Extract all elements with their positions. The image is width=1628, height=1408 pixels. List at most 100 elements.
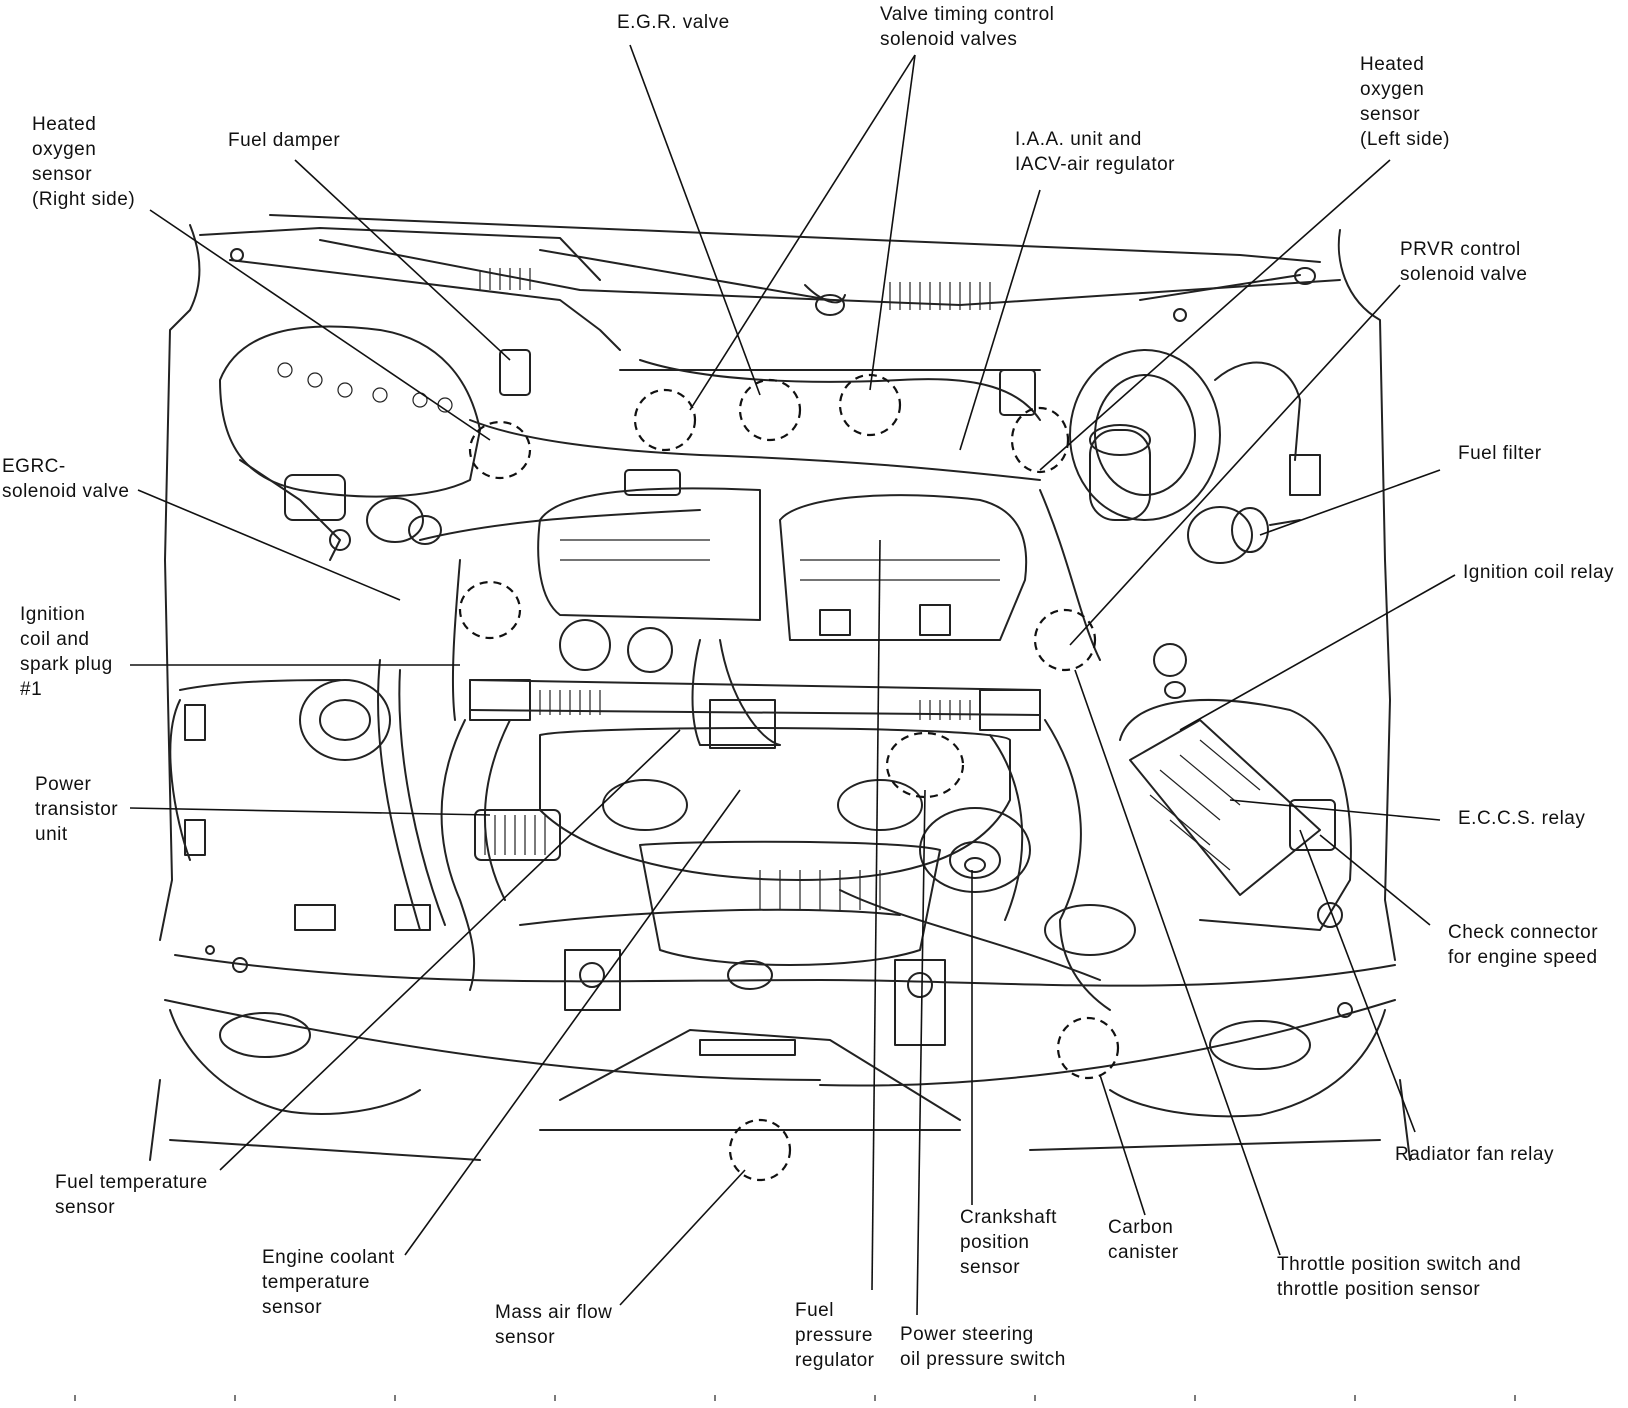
label-crankshaft-line-3: sensor <box>960 1257 1021 1278</box>
label-heated-o2-right: Heated oxygen sensor (Right side) <box>32 112 135 212</box>
label-carbon-canister: Carbon canister <box>1108 1215 1179 1265</box>
leader-fuel-damper <box>294 159 511 361</box>
label-fuel-pressure-line-1: Fuel <box>795 1300 834 1321</box>
leader-throttle <box>1074 669 1281 1256</box>
label-engine-coolant: Engine coolant temperature sensor <box>262 1245 395 1320</box>
label-prvr-line-1: PRVR control <box>1400 239 1521 260</box>
label-fuel-damper: Fuel damper <box>228 128 340 153</box>
label-heated-o2-left-line-4: (Left side) <box>1360 129 1450 150</box>
label-carbon-canister-line-2: canister <box>1108 1242 1179 1263</box>
label-fuel-pressure-line-2: pressure <box>795 1325 873 1346</box>
leader-egrc <box>137 489 401 601</box>
leader-carbon-canister <box>1099 1074 1146 1216</box>
label-ignition-coil-plug-line-1: Ignition <box>20 604 86 625</box>
label-heated-o2-left: Heated oxygen sensor (Left side) <box>1360 52 1450 152</box>
label-fuel-pressure: Fuel pressure regulator <box>795 1298 875 1373</box>
leader-radiator-fan-relay <box>1299 829 1416 1133</box>
leader-fuel-filter <box>1259 469 1441 536</box>
label-egrc-line-2: solenoid valve <box>2 481 130 502</box>
label-check-connector-line-1: Check connector <box>1448 922 1599 943</box>
label-heated-o2-right-line-4: (Right side) <box>32 189 136 210</box>
label-power-transistor-line-2: transistor <box>35 799 119 820</box>
label-ps-switch: Power steering oil pressure switch <box>900 1322 1066 1372</box>
label-radiator-fan-relay-line-1: Radiator fan relay <box>1395 1144 1554 1165</box>
leader-fuel-temp <box>219 729 681 1171</box>
label-fuel-damper-line-1: Fuel damper <box>228 130 341 151</box>
leader-valve-timing-2 <box>869 54 916 391</box>
label-egrc-line-1: EGRC- <box>2 456 66 477</box>
marker-ps-switch <box>885 731 965 799</box>
label-check-connector: Check connector for engine speed <box>1448 920 1598 970</box>
label-power-transistor-line-3: unit <box>35 824 68 845</box>
label-throttle-line-1: Throttle position switch and <box>1277 1254 1522 1275</box>
label-egr-valve: E.G.R. valve <box>617 10 730 35</box>
label-eccs-relay-line-1: E.C.C.S. relay <box>1458 808 1586 829</box>
leader-valve-timing-1 <box>689 54 916 411</box>
leader-ignition-coil-relay <box>1179 574 1456 731</box>
marker-egrc <box>458 580 522 640</box>
label-fuel-filter-line-1: Fuel filter <box>1458 443 1542 464</box>
leader-heated-o2-left <box>1039 159 1391 471</box>
label-heated-o2-right-line-2: oxygen <box>32 139 97 160</box>
label-fuel-temp-line-1: Fuel temperature <box>55 1172 208 1193</box>
label-fuel-pressure-line-3: regulator <box>795 1350 875 1371</box>
leader-prvr <box>1069 284 1401 646</box>
label-radiator-fan-relay: Radiator fan relay <box>1395 1142 1554 1167</box>
leader-engine-coolant <box>404 789 741 1256</box>
label-maf-line-1: Mass air flow <box>495 1302 613 1323</box>
marker-egr <box>738 378 802 442</box>
label-heated-o2-left-line-3: sensor <box>1360 104 1421 125</box>
leader-check-connector <box>1319 834 1431 926</box>
label-valve-timing-line-2: solenoid valves <box>880 29 1018 50</box>
label-valve-timing-line-1: Valve timing control <box>880 4 1055 25</box>
leader-power-transistor <box>129 807 491 816</box>
label-engine-coolant-line-3: sensor <box>262 1297 323 1318</box>
label-heated-o2-right-line-1: Heated <box>32 114 97 135</box>
leader-fuel-pressure <box>871 539 881 1291</box>
label-ignition-coil-plug-line-4: #1 <box>20 679 43 700</box>
leader-eccs-relay <box>1229 799 1441 821</box>
label-engine-coolant-line-1: Engine coolant <box>262 1247 395 1268</box>
marker-iaa <box>1010 406 1070 474</box>
label-throttle-line-2: throttle position sensor <box>1277 1279 1481 1300</box>
label-iaa-unit-line-1: I.A.A. unit and <box>1015 129 1142 150</box>
label-heated-o2-left-line-1: Heated <box>1360 54 1425 75</box>
marker-fuel-damper <box>468 420 532 480</box>
leader-iaa <box>959 189 1041 451</box>
leader-maf <box>619 1169 746 1306</box>
label-check-connector-line-2: for engine speed <box>1448 947 1598 968</box>
label-valve-timing: Valve timing control solenoid valves <box>880 2 1054 52</box>
label-ps-switch-line-2: oil pressure switch <box>900 1349 1066 1370</box>
bottom-ticks <box>74 1395 1516 1401</box>
label-ps-switch-line-1: Power steering <box>900 1324 1034 1345</box>
label-engine-coolant-line-2: temperature <box>262 1272 370 1293</box>
leader-egr-valve <box>629 44 761 396</box>
label-heated-o2-left-line-2: oxygen <box>1360 79 1425 100</box>
marker-valve-timing-left <box>633 388 697 452</box>
marker-throttle <box>1033 608 1097 672</box>
location-markers <box>458 373 1120 1182</box>
label-power-transistor-line-1: Power <box>35 774 92 795</box>
label-fuel-filter: Fuel filter <box>1458 441 1542 466</box>
label-ignition-coil-plug-line-3: spark plug <box>20 654 113 675</box>
label-carbon-canister-line-1: Carbon <box>1108 1217 1174 1238</box>
marker-carbon-canister <box>1056 1016 1120 1080</box>
leader-heated-o2-right <box>149 209 491 441</box>
label-egr-valve-line-1: E.G.R. valve <box>617 12 730 33</box>
label-heated-o2-right-line-3: sensor <box>32 164 93 185</box>
label-crankshaft-line-2: position <box>960 1232 1030 1253</box>
label-ignition-coil-relay: Ignition coil relay <box>1463 560 1614 585</box>
label-ignition-coil-relay-line-1: Ignition coil relay <box>1463 562 1615 583</box>
leader-ps-switch <box>916 789 926 1316</box>
label-iaa-unit-line-2: IACV-air regulator <box>1015 154 1176 175</box>
label-throttle: Throttle position switch and throttle pos… <box>1277 1252 1521 1302</box>
label-eccs-relay: E.C.C.S. relay <box>1458 806 1585 831</box>
label-power-transistor: Power transistor unit <box>35 772 118 847</box>
